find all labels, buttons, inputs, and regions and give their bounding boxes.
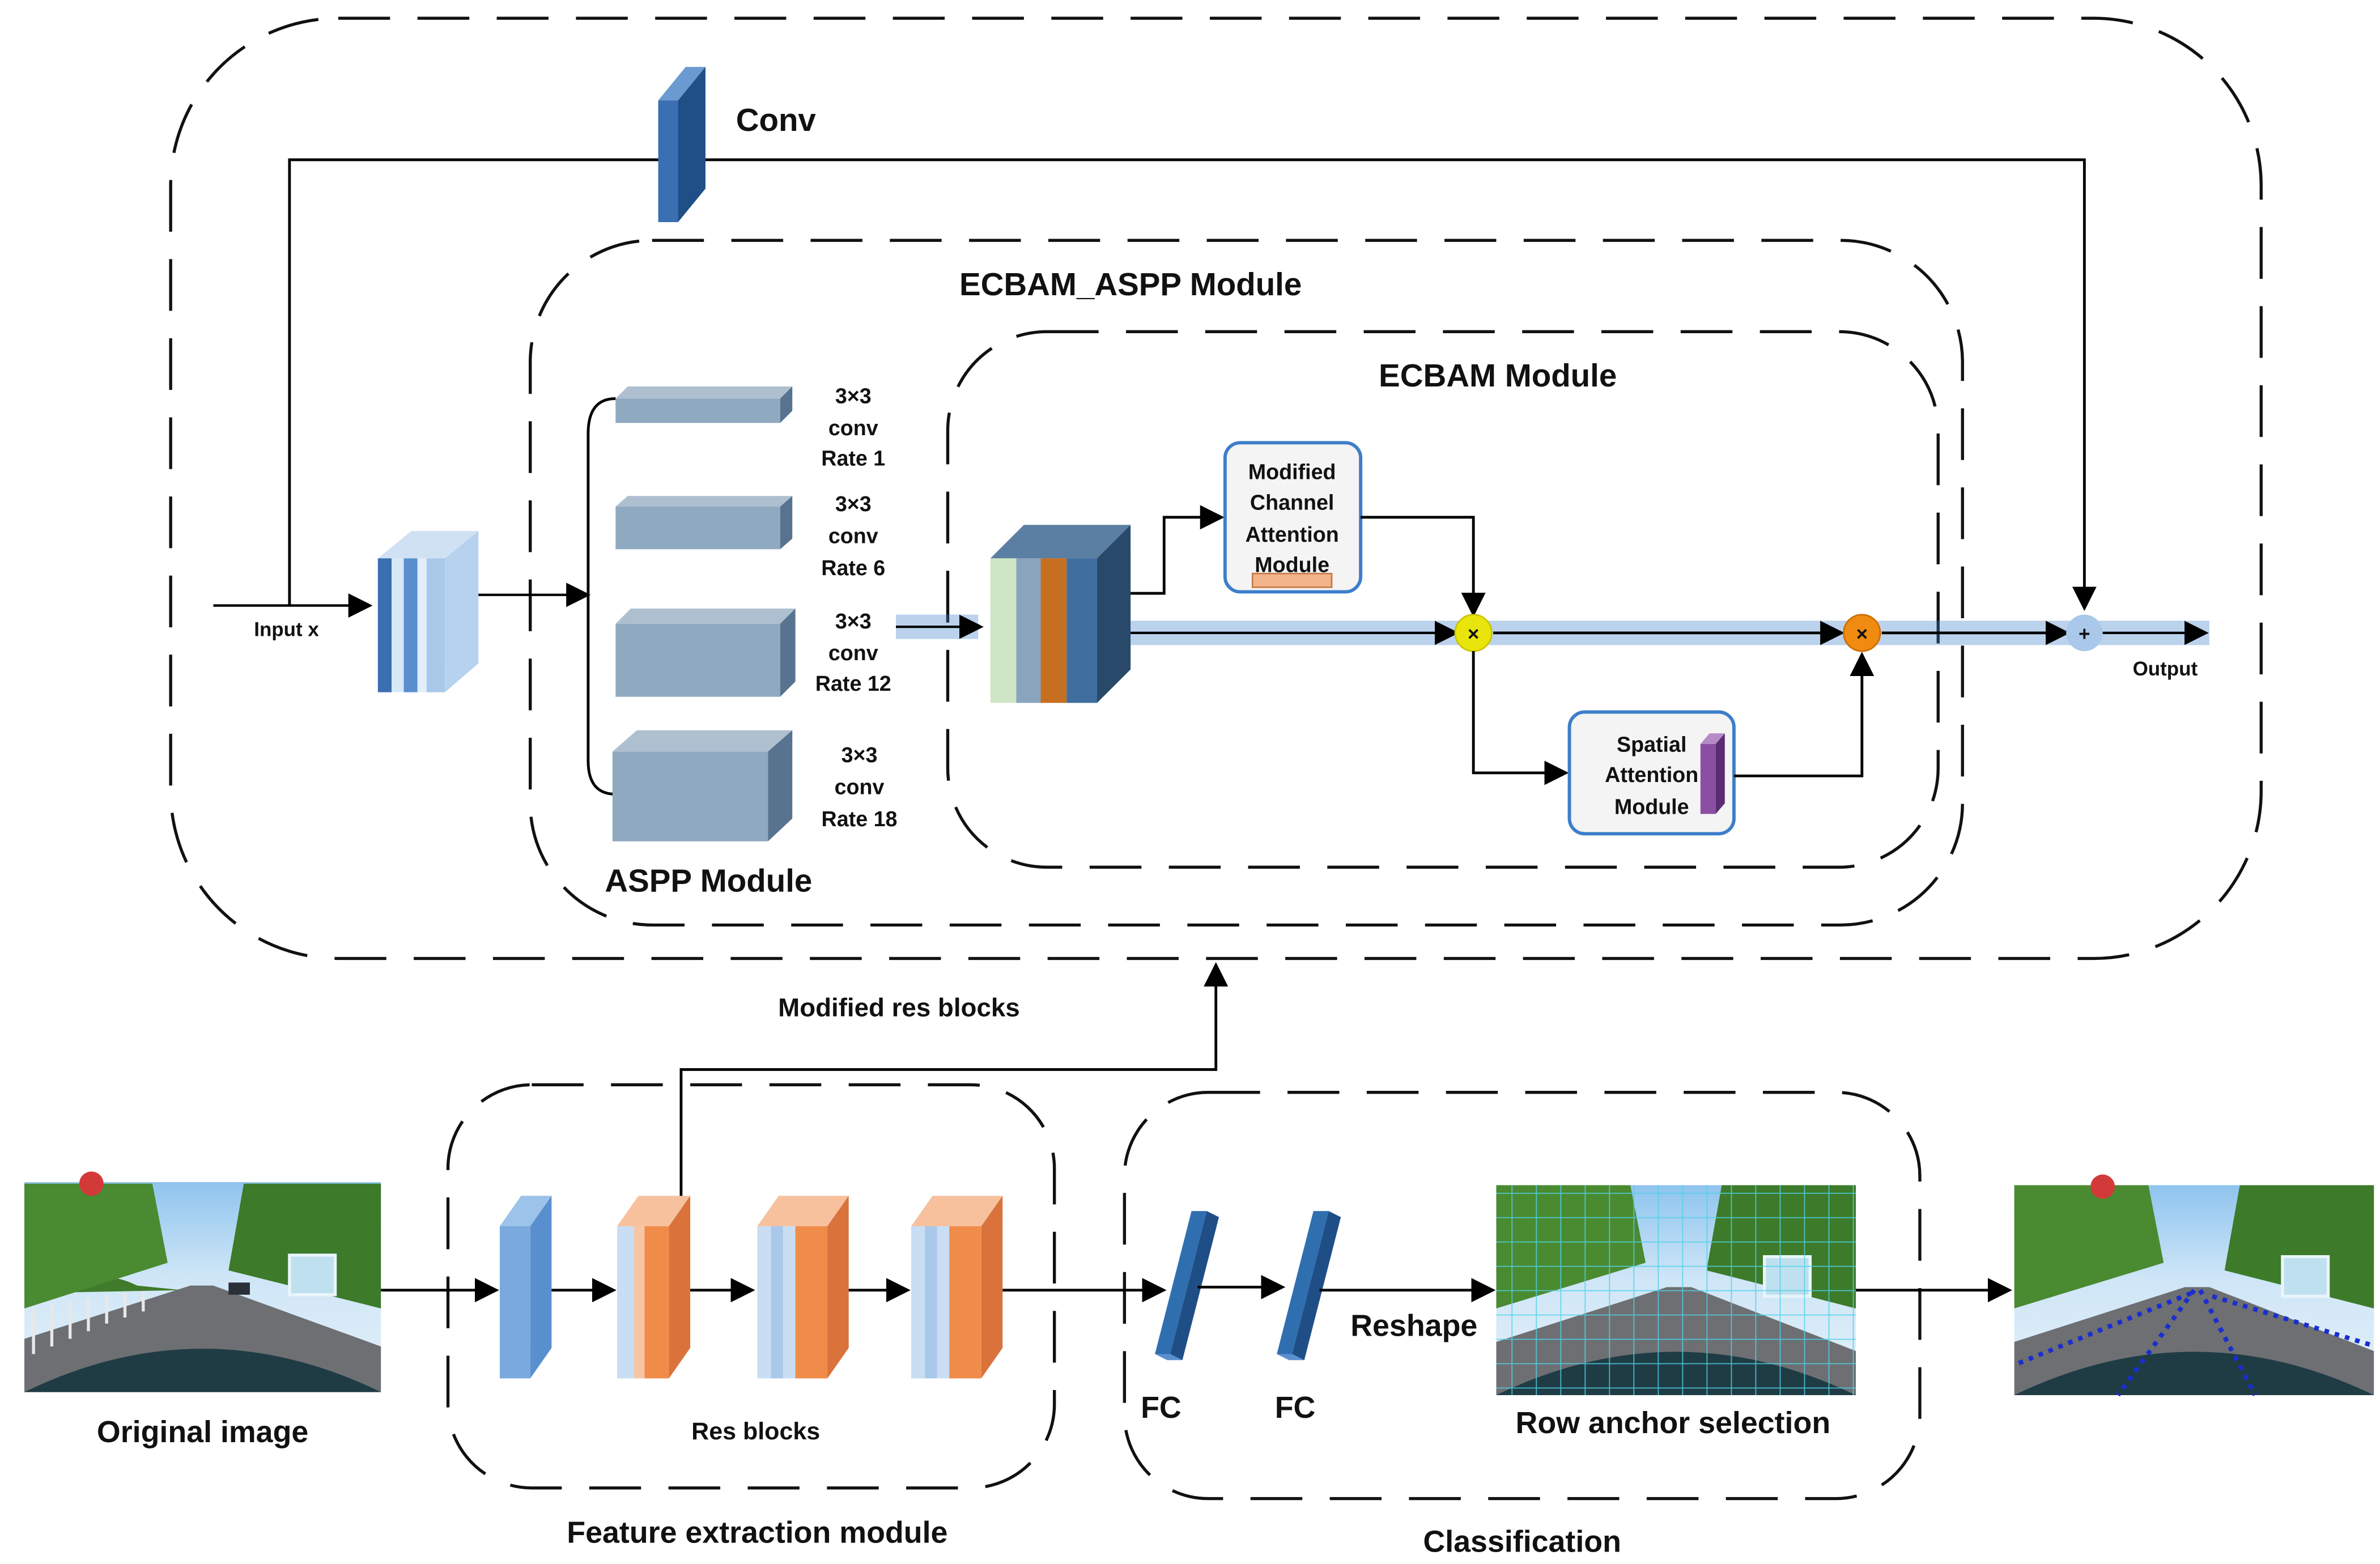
- reshape-label: Reshape: [1350, 1308, 1477, 1342]
- spatial-attention-line2: Attention: [1605, 763, 1698, 787]
- svg-text:×: ×: [1856, 623, 1868, 645]
- result-lane-image: [2014, 1174, 2374, 1397]
- res-block-2: [617, 1196, 691, 1379]
- input-label: Input x: [254, 618, 319, 640]
- res-block-4: [911, 1196, 1003, 1379]
- svg-text:+: +: [2079, 623, 2090, 645]
- input-feature-block: [377, 531, 479, 692]
- modified-res-blocks-arrow: [679, 962, 1229, 1202]
- row-anchor-label: Row anchor selection: [1516, 1406, 1831, 1440]
- ecbam-aspp-title: ECBAM_ASPP Module: [959, 266, 1302, 302]
- lane-line-middle: [2198, 1289, 2258, 1396]
- aspp-rate6-line2: conv: [828, 524, 878, 548]
- ecbam-title: ECBAM Module: [1379, 358, 1617, 393]
- ecbam-module-border: [946, 330, 1940, 869]
- fc1-label: FC: [1141, 1391, 1182, 1425]
- conv-label: Conv: [736, 102, 817, 138]
- aspp-rate6-line1: 3×3: [835, 492, 872, 516]
- channel-attention-line3: Attention: [1246, 522, 1339, 546]
- feature-extraction-label: Feature extraction module: [567, 1515, 947, 1549]
- aspp-rate18-line2: conv: [835, 775, 885, 799]
- res-blocks-label: Res blocks: [691, 1418, 820, 1445]
- channel-attention-line2: Channel: [1250, 490, 1334, 514]
- res-block-1: [499, 1196, 552, 1379]
- channel-attention-line4: Module: [1255, 553, 1329, 577]
- aspp-branch-rate1: [615, 386, 793, 423]
- fc-layer-1: [1155, 1211, 1219, 1361]
- ecbam-aspp-module-border: [529, 239, 1964, 927]
- multiply-node-1: ×: [1454, 614, 1493, 652]
- aspp-rate1-line1: 3×3: [835, 384, 872, 408]
- output-label: Output: [2133, 658, 2198, 680]
- channel-attention-line1: Modified: [1248, 460, 1336, 484]
- spatial-attention-line3: Module: [1614, 794, 1689, 818]
- fc2-label: FC: [1275, 1391, 1316, 1425]
- channel-attention-to-mult-arrow: [1361, 516, 1486, 617]
- aspp-rate12-line3: Rate 12: [815, 672, 891, 695]
- conv-block: [658, 67, 706, 222]
- modified-res-blocks-label: Modified res blocks: [778, 993, 1020, 1022]
- aspp-rate12-line2: conv: [828, 641, 878, 665]
- spatial-attention-module: Spatial Attention Module: [1567, 710, 1736, 836]
- svg-text:×: ×: [1468, 623, 1479, 645]
- aspp-branch-rate6: [615, 496, 793, 550]
- fc-layer-2: [1277, 1211, 1341, 1361]
- aspp-rate18-line1: 3×3: [842, 743, 878, 767]
- feature-extraction-border: [446, 1083, 1056, 1490]
- original-image: [24, 1171, 381, 1392]
- res-block-3: [757, 1196, 849, 1379]
- channel-attention-module: Modified Channel Attention Module: [1223, 441, 1363, 594]
- aspp-title: ASPP Module: [605, 862, 812, 898]
- lane-line-left: [2116, 1289, 2196, 1397]
- classification-label: Classification: [1423, 1525, 1621, 1559]
- aspp-branch-rate12: [615, 608, 796, 697]
- aspp-rate6-line3: Rate 6: [821, 556, 885, 580]
- ecbam-feature-stack: [990, 525, 1131, 703]
- aspp-branch-rate18: [612, 730, 793, 842]
- original-image-label: Original image: [97, 1415, 308, 1449]
- aspp-rate1-line3: Rate 1: [821, 447, 885, 470]
- to-channel-attention-arrow: [1130, 505, 1225, 595]
- outer-module-border: [169, 16, 2263, 960]
- classification-border: [1123, 1091, 1922, 1501]
- row-anchor-image: [1496, 1185, 1856, 1395]
- conv-shortcut-path: [288, 158, 2097, 611]
- aspp-rate1-line2: conv: [828, 416, 878, 440]
- spatial-attention-to-mult-arrow: [1733, 652, 1875, 777]
- aspp-bracket: [586, 397, 616, 796]
- multiply-node-2: ×: [1843, 614, 1881, 652]
- spatial-attention-line1: Spatial: [1617, 732, 1686, 756]
- aspp-rate18-line3: Rate 18: [822, 807, 898, 831]
- to-spatial-attention-arrow: [1472, 651, 1569, 785]
- aspp-rate12-line1: 3×3: [835, 609, 872, 633]
- add-node: +: [2066, 614, 2103, 652]
